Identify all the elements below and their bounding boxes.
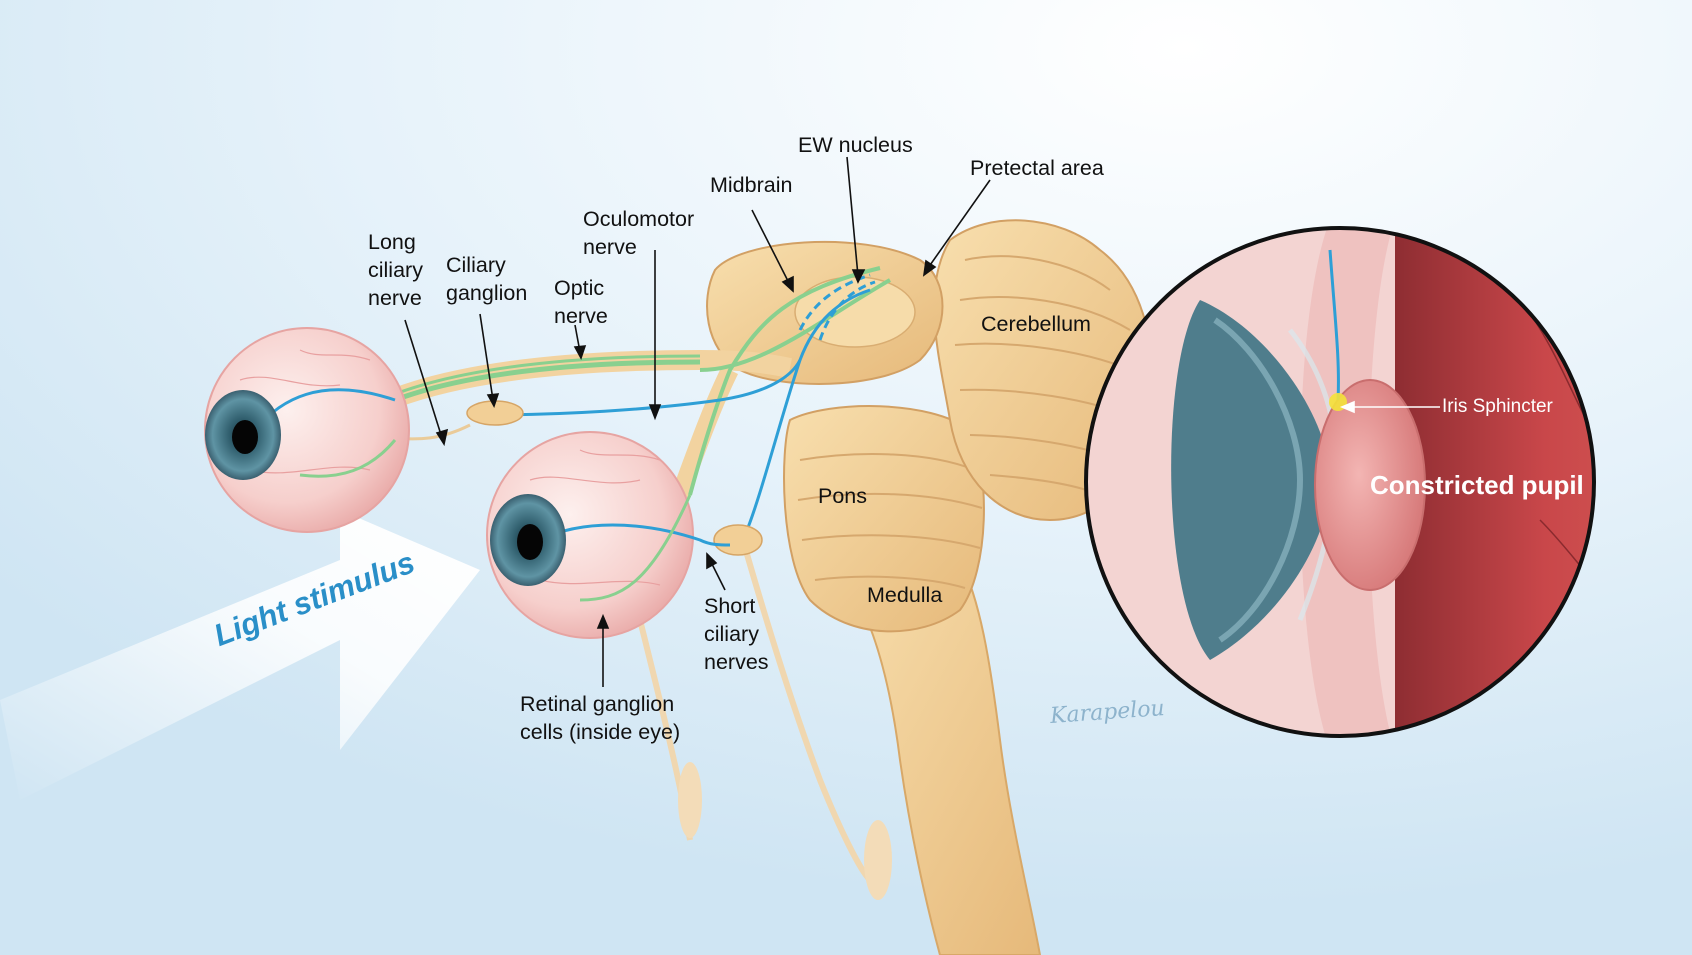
leader-lines (404, 156, 991, 687)
optic-nerve-fibers (394, 359, 701, 403)
label-medulla: Medulla (867, 583, 943, 607)
label-iris-sphincter: Iris Sphincter (1442, 396, 1553, 417)
optic-tract (688, 266, 881, 496)
pupil-inset (1084, 226, 1596, 738)
light-stimulus-arrow (0, 510, 480, 800)
label-oculomotor-nerve: Oculomotor nerve (583, 205, 694, 261)
left-eyeball (204, 327, 410, 533)
label-short-ciliary-line3: nerves (704, 650, 769, 674)
label-optic-line1: Optic (554, 276, 605, 300)
nerve-bulb (864, 820, 892, 900)
right-eyeball (486, 431, 731, 639)
ew-connection (818, 280, 876, 341)
label-ciliary-ganglion-line2: ganglion (446, 281, 528, 305)
label-retinal-line2: cells (inside eye) (520, 720, 681, 744)
label-long-ciliary-line2: ciliary (368, 258, 423, 282)
label-pretectal-area: Pretectal area (970, 156, 1104, 180)
label-ciliary-ganglion-line1: Ciliary (446, 253, 506, 277)
medulla-spinal-cord (827, 559, 1042, 955)
label-long-ciliary-line3: nerve (368, 286, 422, 310)
label-constricted-pupil: Constricted pupil (1370, 470, 1584, 500)
label-oculomotor-line1: Oculomotor (583, 207, 695, 231)
label-cerebellum: Cerebellum (981, 312, 1091, 336)
label-ciliary-ganglion: Ciliary ganglion (446, 251, 527, 307)
optic-nerve-fibers (394, 354, 701, 396)
nerve-bulb (678, 762, 702, 838)
label-oculomotor-line2: nerve (583, 235, 637, 259)
iris-sphincter-leader (1339, 400, 1440, 414)
label-pons: Pons (818, 484, 868, 508)
ew-connection (798, 273, 871, 331)
label-ew-nucleus: EW nucleus (798, 133, 913, 157)
pons (783, 405, 985, 633)
label-long-ciliary-nerve: Long ciliary nerve (368, 228, 423, 312)
optic-tract (699, 278, 891, 372)
midbrain-cross-section (794, 276, 916, 348)
oculomotor-nerve (484, 359, 802, 417)
label-midbrain: Midbrain (710, 173, 793, 197)
label-short-ciliary-nerves: Short ciliary nerves (704, 592, 769, 676)
label-optic-line2: nerve (554, 304, 608, 328)
label-optic-nerve: Optic nerve (554, 274, 608, 330)
label-retinal-ganglion-cells: Retinal ganglion cells (inside eye) (520, 690, 680, 746)
label-short-ciliary-line2: ciliary (704, 622, 759, 646)
pons-ridges (797, 453, 983, 589)
label-short-ciliary-line1: Short (704, 594, 756, 618)
label-retinal-line1: Retinal ganglion (520, 692, 675, 716)
ciliary-ganglion-lower (713, 524, 763, 556)
nerve-branch (737, 529, 873, 883)
label-long-ciliary-line1: Long (368, 230, 416, 254)
